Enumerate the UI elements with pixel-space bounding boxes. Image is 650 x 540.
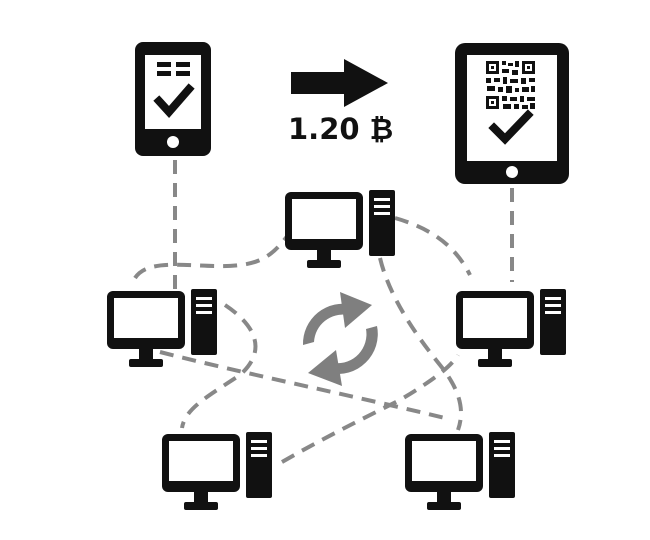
receiver-tablet [455,43,569,184]
node-computer-left [107,289,217,367]
link-left-to-top-node [133,228,294,280]
qr-code-icon [486,61,535,109]
confirmed-checkmark-icon [488,109,534,145]
node-computer-right [456,289,566,367]
link-left-to-bottom-right-node [159,350,446,420]
sync-arrows-icon [302,292,378,386]
transaction-amount: 1.20 ₿ [288,112,393,146]
link-top-to-bottom-right-node [378,257,463,431]
node-computer-bottom-right [405,432,515,510]
node-computer-top [285,190,395,268]
link-left-to-bottom-left-node [180,303,258,429]
form-lines-icon [157,62,190,76]
sender-smartphone [135,42,211,156]
node-computer-bottom-left [162,432,272,510]
checkmark-icon [153,83,195,119]
network-links [133,160,514,464]
link-bottom-left-to-right-node [280,353,460,464]
transfer-arrow-icon [291,59,388,107]
link-top-to-right-node [394,216,472,276]
